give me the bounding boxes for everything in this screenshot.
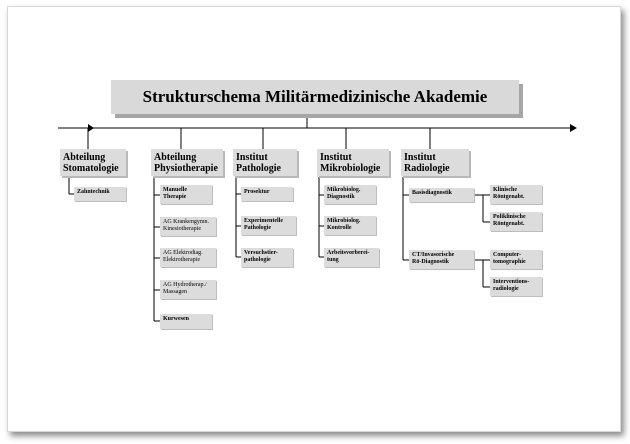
dept-label-line2: Stomatologie [63, 163, 119, 174]
dept-mikrobiologie: Institut Mikrobiologie [317, 149, 389, 176]
dept-physiotherapie: Abteilung Physiotherapie [151, 149, 223, 176]
dept-label-line2: Radiologie [404, 163, 450, 174]
sub-manuelle-therapie: Manuelle Therapie [160, 185, 212, 204]
dept-label-line1: Abteilung [154, 152, 197, 163]
sub-versuchstierpathologie: Versuchstier- pathologie [241, 248, 293, 267]
dept-label-line2: Pathologie [236, 163, 281, 174]
dept-label-line1: Institut [320, 152, 352, 163]
dept-label-line1: Institut [236, 152, 268, 163]
dept-label-line1: Abteilung [63, 152, 106, 163]
sub-poliklinische-roentgenabt: Poliklinische Röntgenabt. [490, 212, 542, 231]
chart-title: Strukturschema Militärmedizinische Akade… [111, 80, 519, 114]
axis-arrow-left [88, 124, 94, 132]
sub-ct-invasorische: CT/Invasorische Rö-Diagnostik [409, 250, 474, 269]
sub-prosektur: Prosektur [241, 187, 293, 201]
sub-arbeitsvorbereitung: Arbeitsvorberei- tung [324, 248, 379, 267]
sub-elektrotherapie: AG Elektrodiag. Elektrotherapie [160, 248, 216, 267]
axis-arrow-right [570, 124, 577, 132]
sub-hydrotherapie: AG Hydrotherap./ Massagen [160, 280, 216, 299]
dept-stomatologie: Abteilung Stomatologie [60, 149, 126, 176]
sub-krankengymnastik: AG Krankengymn. Kinesiotherapie [160, 217, 216, 236]
sub-mikrobiolog-kontrolle: Mikrobiolog. Kontrolle [324, 216, 376, 235]
dept-label-line2: Physiotherapie [154, 163, 218, 174]
dept-label-line2: Mikrobiologie [320, 163, 381, 174]
sub-basisdiagnostik: Basisdiagnostik [409, 188, 474, 202]
sub-computertomographie: Computer- tomographie [490, 250, 542, 269]
dept-radiologie: Institut Radiologie [401, 149, 469, 176]
sub-mikrobiolog-diagnostik: Mikrobiolog. Diagnostik [324, 185, 376, 204]
dept-label-line1: Institut [404, 152, 436, 163]
sub-klinische-roentgenabt: Klinische Röntgenabt. [490, 185, 542, 204]
document-sheet: Strukturschema Militärmedizinische Akade… [7, 6, 621, 432]
dept-pathologie: Institut Pathologie [233, 149, 297, 176]
sub-zahntechnik: Zahntechnik [74, 187, 126, 201]
sub-experimentelle-pathologie: Experimentelle Pathologie [241, 216, 296, 235]
sub-kurwesen: Kurwesen [160, 314, 212, 329]
sub-interventionsradiologie: Interventions- radiologie [490, 277, 542, 296]
connector-lines [58, 108, 577, 322]
